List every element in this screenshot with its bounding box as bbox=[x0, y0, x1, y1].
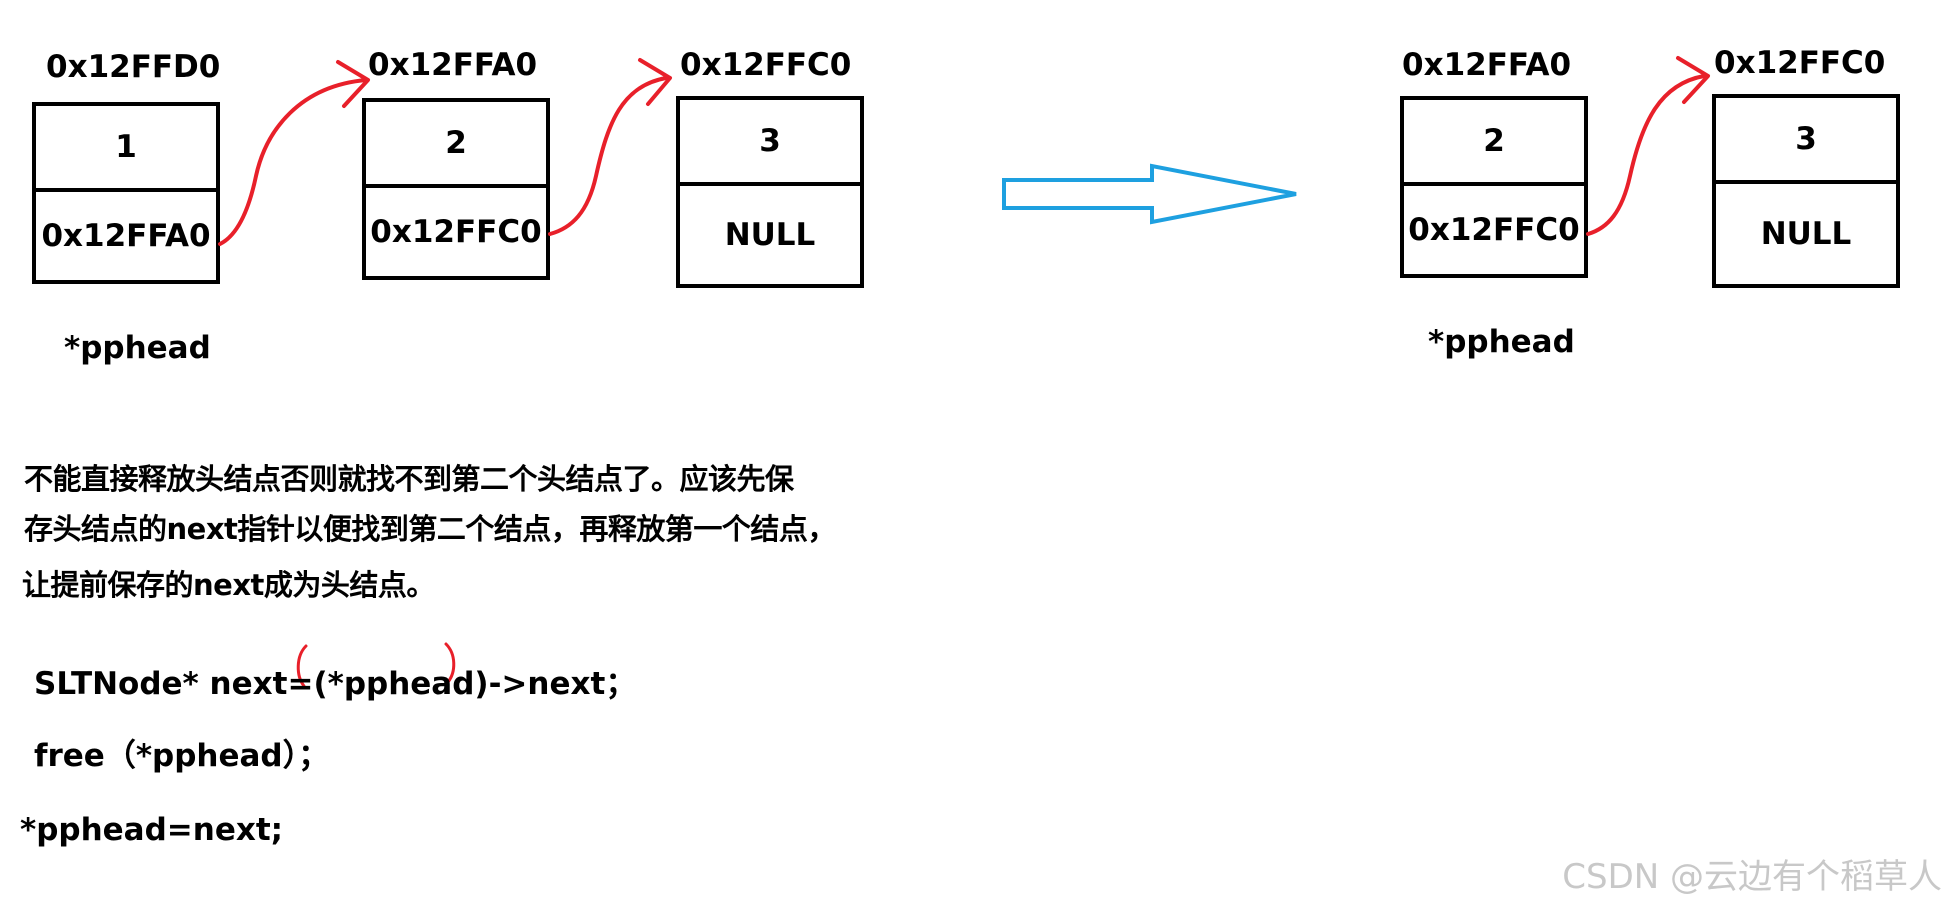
address-label-node2: 0x12FFA0 bbox=[368, 47, 538, 83]
node-next-cell: 0x12FFC0 bbox=[1408, 212, 1580, 248]
address-label-node1: 0x12FFD0 bbox=[46, 49, 221, 85]
code-line-2: free（*pphead）； bbox=[34, 738, 330, 774]
head-pointer-label-right: *pphead bbox=[1428, 324, 1575, 360]
pointer-arrow-1-icon bbox=[218, 60, 370, 246]
watermark: CSDN @云边有个稻草人 bbox=[1562, 857, 1942, 897]
explanation-line-1: 不能直接释放头结点否则就找不到第二个头结点了。应该先保 bbox=[24, 462, 794, 496]
pointer-arrow-2-icon bbox=[548, 58, 672, 236]
head-pointer-label-left: *pphead bbox=[64, 330, 211, 366]
node-data-cell: 3 bbox=[1716, 98, 1896, 184]
list-node-right-2: 2 0x12FFC0 bbox=[1400, 96, 1588, 278]
node-next-cell: 0x12FFA0 bbox=[41, 218, 211, 254]
explanation-line-3: 让提前保存的next成为头结点。 bbox=[22, 568, 435, 602]
pointer-arrow-right-icon bbox=[1586, 56, 1710, 236]
code-line-3: *pphead=next; bbox=[20, 812, 284, 848]
address-label-node3: 0x12FFC0 bbox=[680, 47, 852, 83]
address-label-right-node3: 0x12FFC0 bbox=[1714, 45, 1886, 81]
node-data-cell: 2 bbox=[366, 102, 546, 188]
node-data-cell: 2 bbox=[1404, 100, 1584, 186]
list-node-3: 3 NULL bbox=[676, 96, 864, 288]
node-next-cell: NULL bbox=[724, 217, 816, 253]
address-label-right-node2: 0x12FFA0 bbox=[1402, 47, 1572, 83]
list-node-2: 2 0x12FFC0 bbox=[362, 98, 550, 280]
list-node-1: 1 0x12FFA0 bbox=[32, 102, 220, 284]
node-next-cell: 0x12FFC0 bbox=[370, 214, 542, 250]
explanation-line-2: 存头结点的next指针以便找到第二个结点，再释放第一个结点， bbox=[24, 512, 836, 546]
node-data-cell: 1 bbox=[36, 106, 216, 192]
list-node-right-3: 3 NULL bbox=[1712, 94, 1900, 288]
code-line-1: SLTNode* next=(*pphead)->next； bbox=[34, 666, 637, 702]
transition-arrow-icon bbox=[1002, 163, 1297, 225]
node-data-cell: 3 bbox=[680, 100, 860, 186]
node-next-cell: NULL bbox=[1760, 216, 1852, 252]
